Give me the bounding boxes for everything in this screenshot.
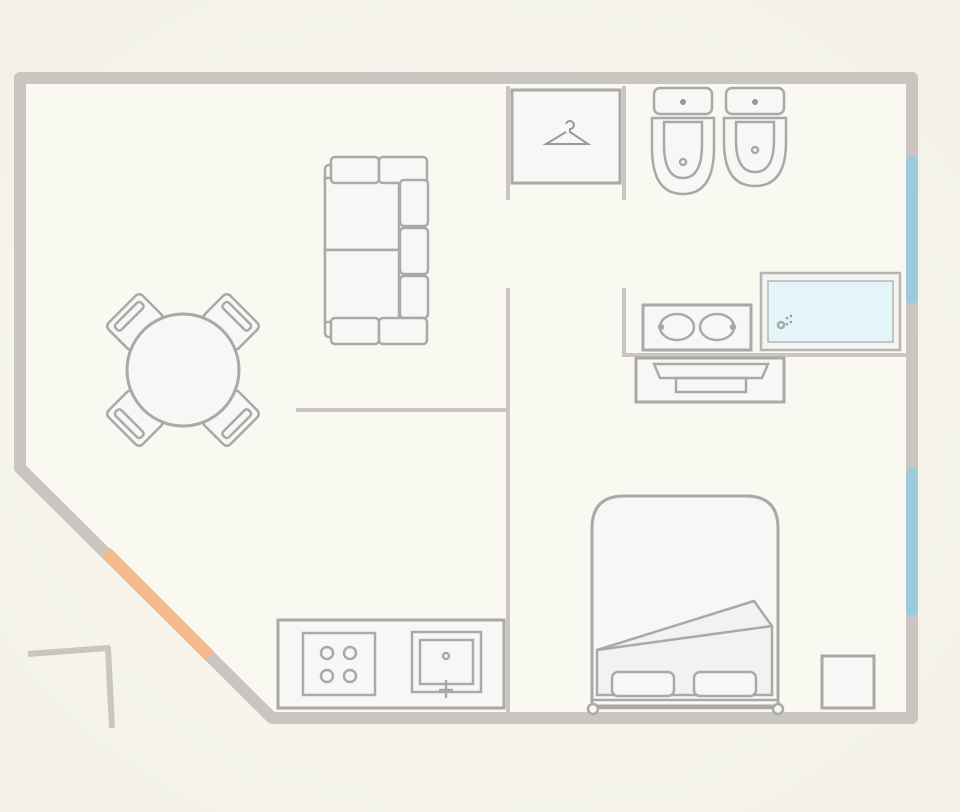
closet (510, 88, 622, 185)
double-bed (586, 494, 785, 716)
kitchen-counter (276, 618, 506, 710)
bathtub (759, 271, 902, 352)
nightstand (820, 654, 876, 710)
dining-table (125, 312, 241, 428)
dining-set (106, 293, 260, 447)
bidet (722, 86, 788, 188)
toilet (650, 86, 716, 196)
entry-door[interactable] (101, 547, 215, 661)
hanger-icon (542, 120, 592, 145)
interior-walls (296, 86, 906, 712)
sofa (323, 155, 430, 346)
chair (202, 389, 260, 447)
corner-mark (27, 645, 115, 729)
cooktop (301, 631, 377, 697)
double-sink (641, 303, 753, 352)
kitchen-sink (410, 630, 483, 698)
vanity (634, 356, 786, 404)
